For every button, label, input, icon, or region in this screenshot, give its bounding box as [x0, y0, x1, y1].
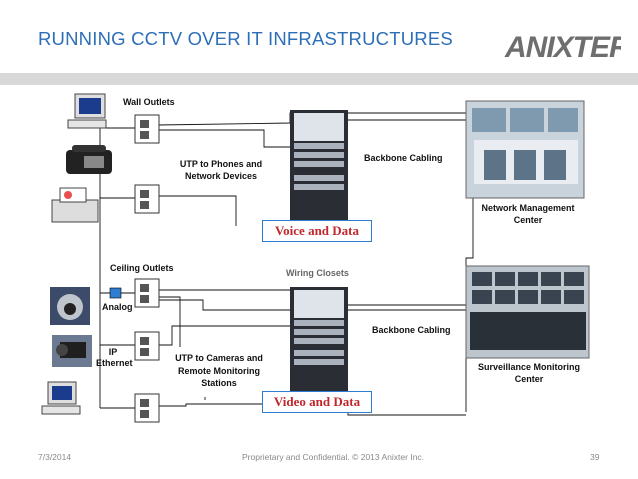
- wall-outlet-1: [134, 114, 160, 144]
- backbone-cabling-top-label: Backbone Cabling: [364, 153, 443, 163]
- video-and-data-box: Video and Data: [262, 391, 372, 413]
- analog-connector-icon: [109, 287, 122, 299]
- footer-page-number: 39: [590, 452, 600, 462]
- wiring-closets-label: Wiring Closets: [286, 268, 349, 278]
- analog-label: Analog: [102, 302, 133, 312]
- utp-cameras-label: UTP to Cameras and Remote Monitoring Sta…: [175, 353, 263, 388]
- ceiling-outlets-label: Ceiling Outlets: [110, 263, 174, 273]
- desktop-computer-icon: [67, 93, 107, 129]
- anixter-logo: ANIXTER: [504, 31, 621, 64]
- network-management-center-label: Network Management Center: [481, 203, 575, 225]
- slide-title: RUNNING CCTV OVER IT INFRASTRUCTURES: [38, 28, 453, 49]
- footer-copyright: Proprietary and Confidential. © 2013 Ani…: [242, 452, 425, 462]
- network-management-center-photo: [465, 100, 585, 199]
- monitoring-station-icon: [41, 381, 81, 415]
- dome-camera-icon: [50, 287, 90, 325]
- box-camera-icon: [52, 335, 92, 367]
- footer-date: 7/3/2014: [38, 452, 72, 462]
- logo-text: ANIXTER: [504, 31, 621, 64]
- surveillance-monitoring-center-photo: [465, 265, 590, 359]
- voice-and-data-box: Voice and Data: [262, 220, 372, 242]
- ip-ethernet-label: IP Ethernet: [96, 347, 133, 368]
- printer-icon: [51, 187, 99, 223]
- wall-outlet-2: [134, 184, 160, 214]
- header-band: [0, 73, 638, 85]
- video-data-rack: [290, 287, 348, 409]
- ceiling-outlet-3: [134, 393, 160, 423]
- surveillance-monitoring-center-label: Surveillance Monitoring Center: [477, 362, 580, 384]
- wall-outlets-label: Wall Outlets: [123, 97, 175, 107]
- ceiling-outlet-2: [134, 331, 160, 361]
- ceiling-outlet-1: [134, 278, 160, 308]
- voice-data-rack: [290, 110, 348, 232]
- backbone-cabling-bottom-label: Backbone Cabling: [372, 325, 451, 335]
- telephone-icon: [66, 145, 112, 174]
- utp-phones-label: UTP to Phones and Network Devices: [179, 159, 263, 181]
